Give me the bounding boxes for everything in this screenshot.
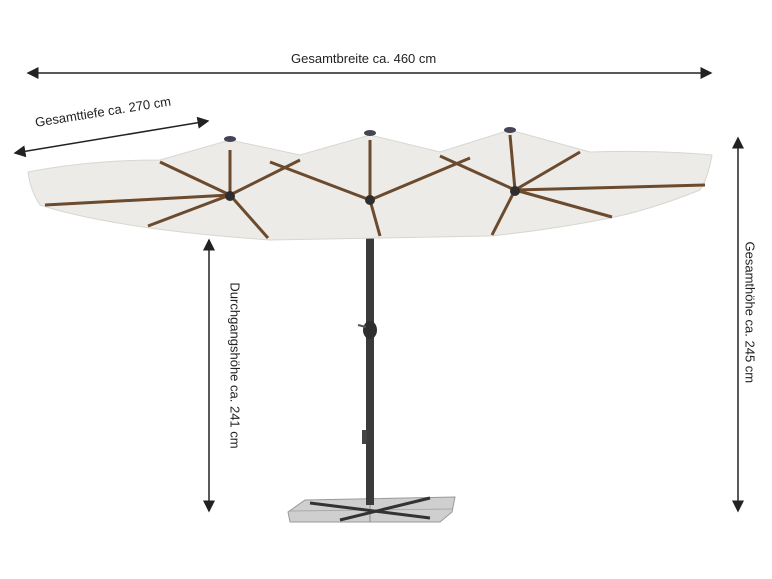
total-width-label: Gesamtbreite ca. 460 cm [291, 51, 437, 66]
clearance-height-label: Durchgangshöhe ca. 241 cm [227, 282, 243, 449]
umbrella-base [287, 496, 456, 523]
depth-arrow [13, 116, 210, 158]
umbrella-pole [357, 195, 377, 505]
total-height-label: Gesamthöhe ca. 245 cm [742, 241, 758, 384]
umbrella-canopy [27, 127, 713, 241]
